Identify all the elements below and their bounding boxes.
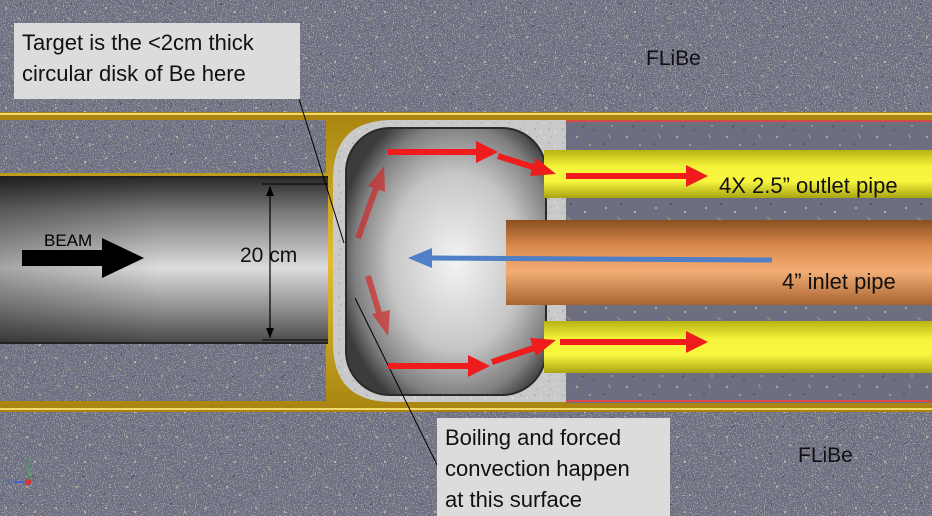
disk-flow-arrows-icon	[355, 166, 390, 336]
flibe-label-bottom: FLiBe	[798, 444, 853, 467]
cold-inflow-arrow-icon	[408, 248, 773, 268]
casing-top-highlight	[0, 113, 932, 115]
boiling-callout-line-3: at this surface	[445, 487, 582, 512]
shield-block-right-mid-lower	[566, 305, 932, 321]
shield-block-right-bottom	[566, 373, 932, 403]
target-callout-line-1: Target is the <2cm thick	[22, 30, 254, 55]
beam-arrow-icon	[22, 238, 144, 278]
inlet-pipe	[506, 220, 932, 305]
beam-pipe-edge-bottom	[0, 342, 328, 344]
red-liner-bottom	[566, 400, 932, 402]
shield-grain	[0, 120, 326, 173]
shield-block-right-mid-upper	[566, 198, 932, 220]
boiling-callout-line-1: Boiling and forced	[445, 425, 622, 450]
boiling-leader-line	[354, 297, 443, 476]
shield-grain	[0, 344, 326, 401]
shield-block-right-top	[566, 120, 932, 150]
axis-triad-icon: Z X	[6, 458, 31, 487]
boiling-callout: Boiling and forced convection happen at …	[437, 418, 670, 516]
dimension-marker	[262, 183, 328, 341]
hot-outflow-arrows-icon	[388, 141, 708, 377]
dimension-label: 20 cm	[240, 244, 298, 267]
beam-pipe-edge-top	[0, 176, 328, 178]
inlet-pipe-label: 4” inlet pipe	[782, 269, 896, 294]
outlet-pipe-label: 4X 2.5” outlet pipe	[719, 173, 898, 198]
target-callout: Target is the <2cm thick circular disk o…	[14, 23, 300, 99]
casing-bottom-highlight	[0, 408, 932, 410]
flibe-label-top: FLiBe	[646, 47, 701, 70]
red-liner-top	[566, 120, 932, 122]
beam-label: BEAM	[44, 231, 93, 250]
axis-x-label: X	[6, 478, 12, 487]
target-callout-line-2: circular disk of Be here	[22, 61, 246, 86]
axis-z-label: Z	[25, 458, 30, 467]
boiling-callout-line-2: convection happen	[445, 456, 630, 481]
outlet-pipe-lower	[544, 321, 932, 373]
